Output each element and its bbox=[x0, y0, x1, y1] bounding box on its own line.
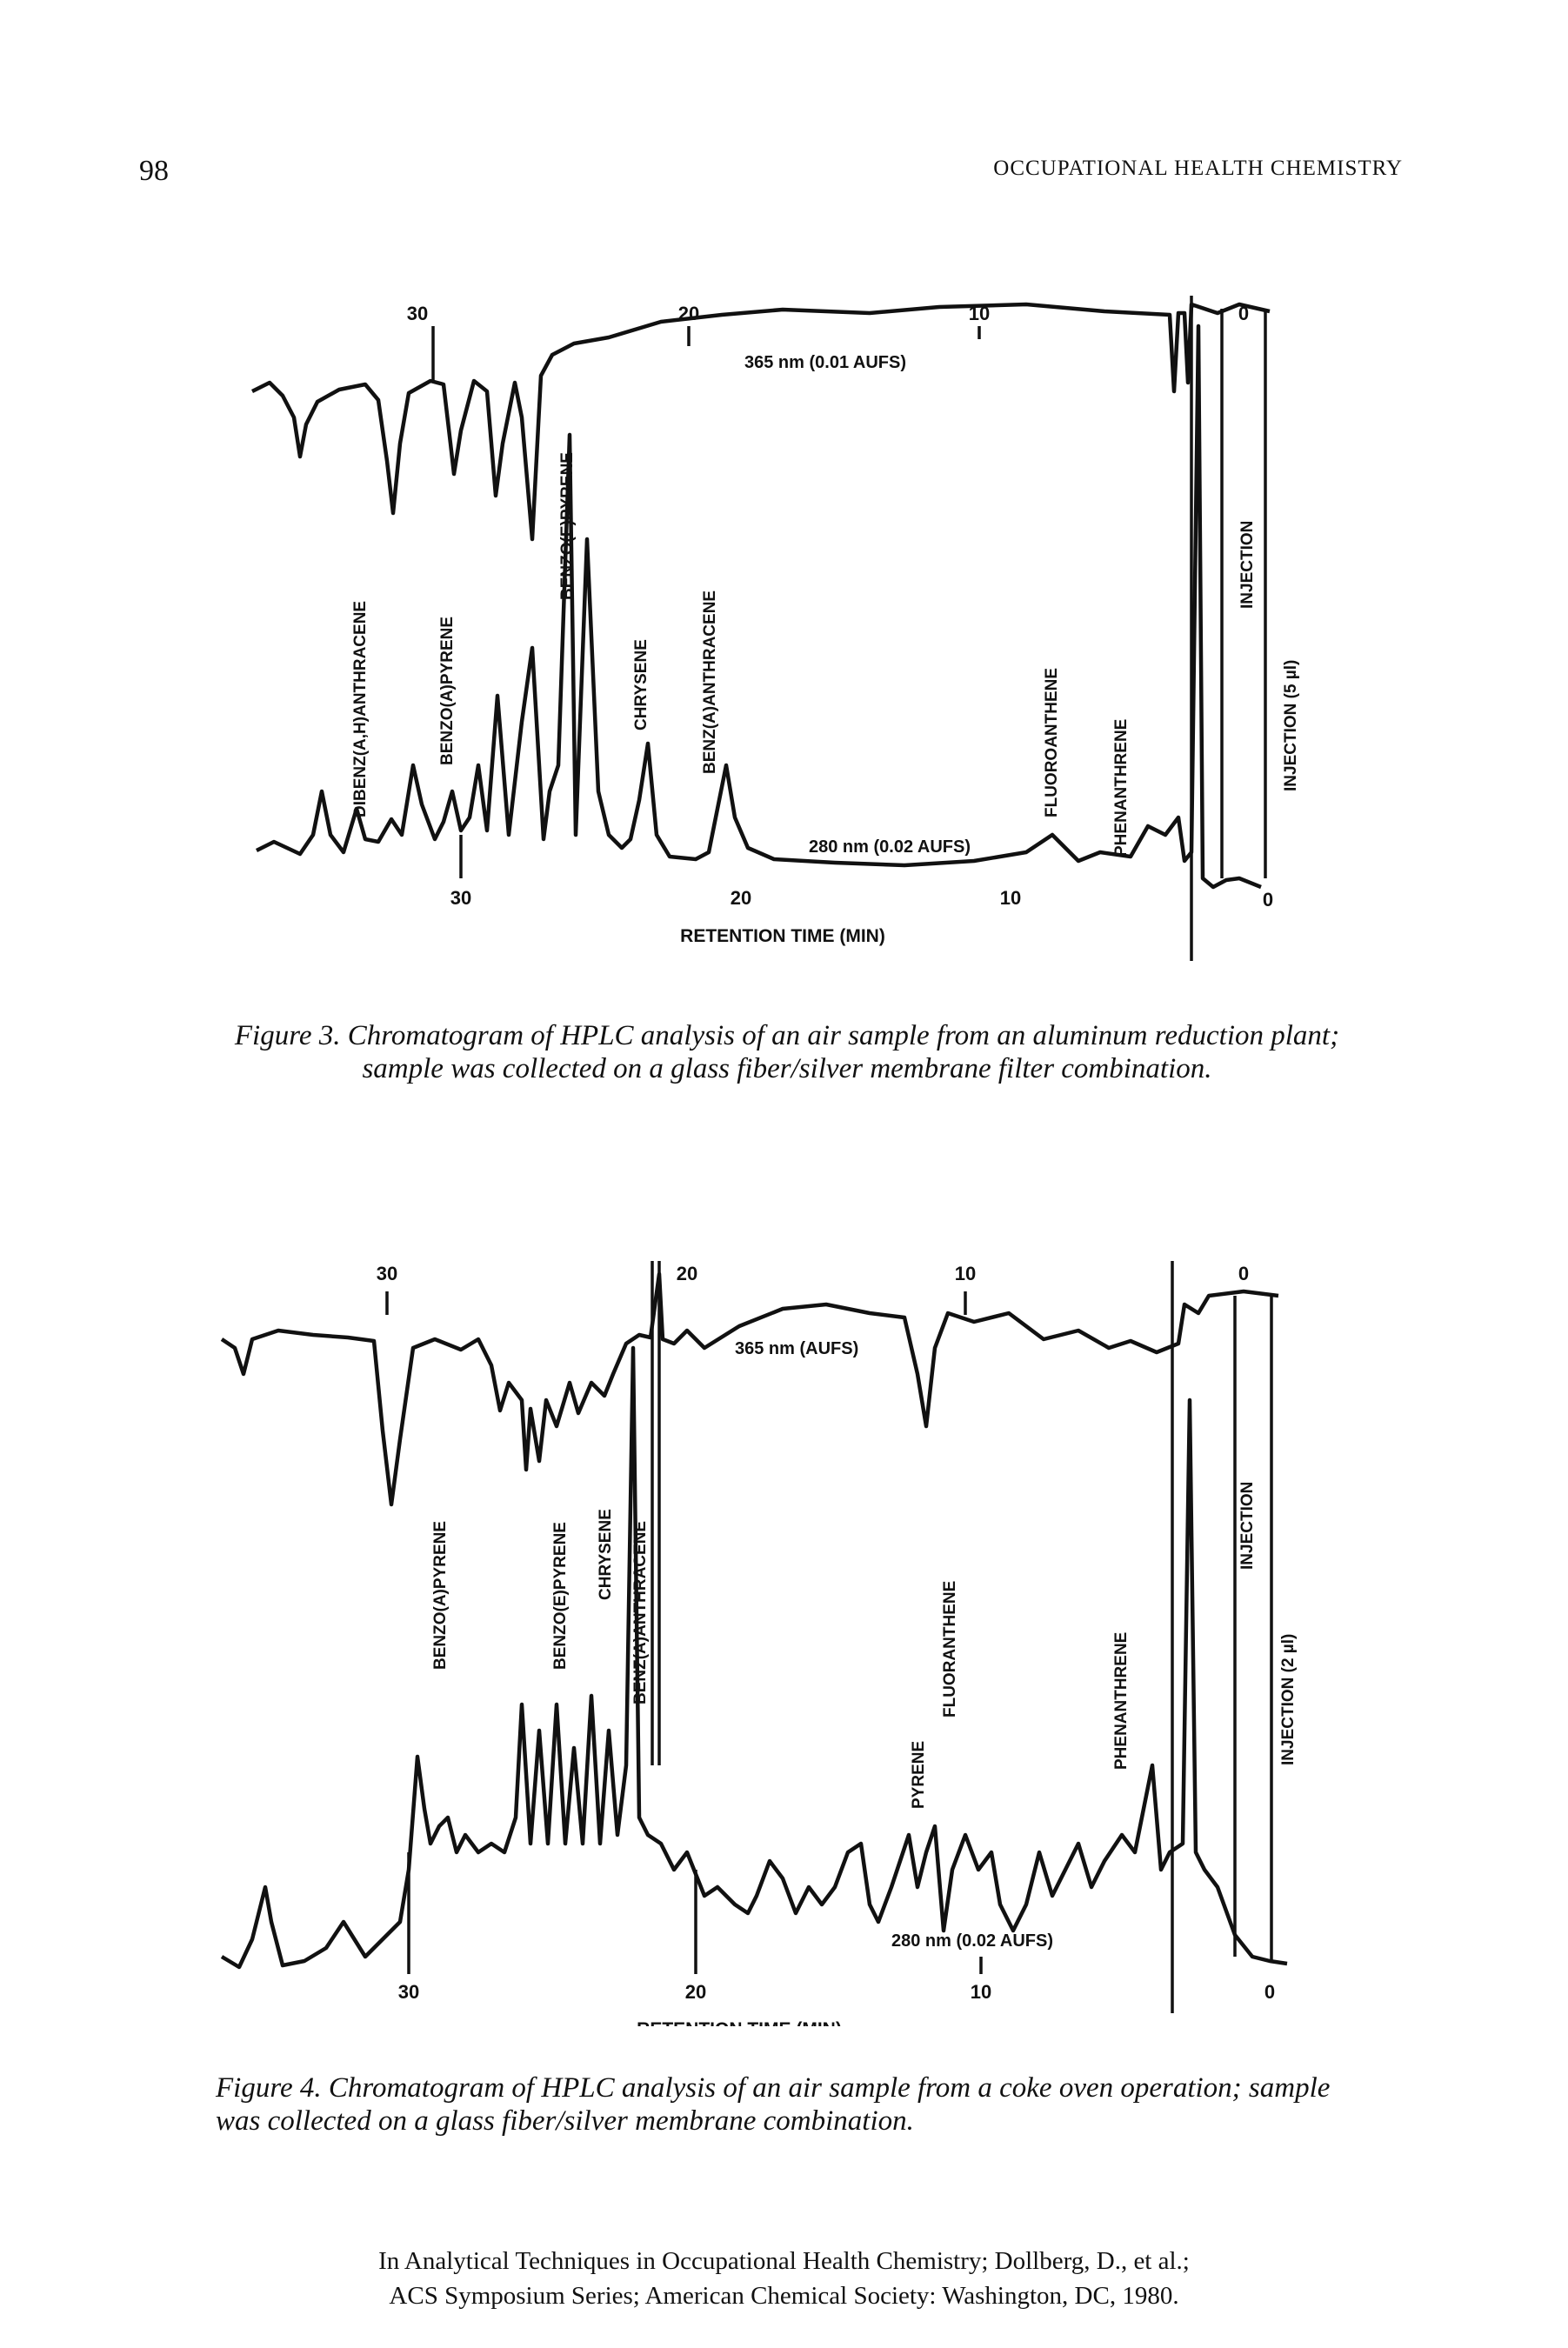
fig3-bottom-tick: 20 bbox=[731, 887, 751, 909]
fig4-top-trace bbox=[220, 1271, 1279, 1507]
fig4-top-tick: 20 bbox=[677, 1263, 697, 1284]
fig4-peak-label: BENZ(A)ANTHRACENE bbox=[631, 1521, 650, 1704]
figure-4-caption-text: Chromatogram of HPLC analysis of an air … bbox=[216, 2072, 1331, 2137]
fig4-axis-title: RETENTION TIME (MIN) bbox=[637, 2019, 842, 2026]
citation-line-1: In Analytical Techniques in Occupational… bbox=[378, 2247, 1190, 2275]
figure-3-caption-text: Chromatogram of HPLC analysis of an air … bbox=[347, 1020, 1340, 1084]
fig3-peak-label: INJECTION (5 µl) bbox=[1282, 660, 1300, 791]
fig4-bottom-trace bbox=[220, 1345, 1288, 1970]
fig4-bottom-trace-label: 280 nm (0.02 AUFS) bbox=[891, 1931, 1053, 1951]
running-head: OCCUPATIONAL HEALTH CHEMISTRY bbox=[993, 157, 1403, 180]
citation-line-2: ACS Symposium Series; American Chemical … bbox=[389, 2282, 1179, 2310]
figure-3-chromatogram: 30 20 10 0 365 nm (0.01 AUFS) 280 nm (0.… bbox=[250, 296, 1300, 961]
figure-3-caption-label: Figure 3. bbox=[234, 1020, 341, 1051]
fig3-bottom-trace bbox=[255, 324, 1262, 890]
fig4-peak-label: CHRYSENE bbox=[597, 1509, 615, 1600]
fig3-peak-label: INJECTION bbox=[1238, 521, 1257, 609]
fig4-peak-label: BENZO(A)PYRENE bbox=[431, 1521, 450, 1670]
fig3-peak-label: DIBENZ(A,H)ANTHRACENE bbox=[351, 601, 370, 817]
fig3-bottom-tick: 10 bbox=[1000, 887, 1021, 909]
fig3-bottom-trace-label: 280 nm (0.02 AUFS) bbox=[809, 837, 971, 857]
figure-4: 30 20 10 0 365 nm (AUFS) 280 nm (0.02 AU… bbox=[0, 1244, 1568, 2026]
fig3-peak-label: BENZ(A)ANTHRACENE bbox=[701, 590, 719, 774]
fig4-top-tick: 30 bbox=[377, 1263, 397, 1284]
fig3-bottom-tick: 30 bbox=[450, 887, 471, 909]
figure-3-caption: Figure 3. Chromatogram of HPLC analysis … bbox=[217, 1019, 1357, 1085]
fig4-peak-label: PYRENE bbox=[910, 1741, 928, 1809]
fig3-peak-label: BENZO(E)PYRENE bbox=[558, 452, 577, 600]
fig3-top-tick: 20 bbox=[678, 303, 699, 324]
fig3-top-tick: 0 bbox=[1238, 303, 1249, 324]
fig4-bottom-tick: 20 bbox=[685, 1981, 706, 2003]
fig4-peak-label: BENZO(E)PYRENE bbox=[551, 1522, 570, 1670]
fig4-peak-label: INJECTION bbox=[1238, 1482, 1257, 1570]
fig3-axis-title: RETENTION TIME (MIN) bbox=[680, 926, 885, 946]
fig4-top-tick: 0 bbox=[1238, 1263, 1249, 1284]
figure-4-caption: Figure 4. Chromatogram of HPLC analysis … bbox=[216, 2071, 1364, 2138]
fig4-peak-label: PHENANTHRENE bbox=[1112, 1632, 1131, 1770]
fig4-bottom-tick: 0 bbox=[1264, 1981, 1275, 2003]
fig3-top-trace bbox=[250, 302, 1271, 542]
fig3-top-trace-label: 365 nm (0.01 AUFS) bbox=[744, 353, 906, 372]
figure-4-chromatogram: 30 20 10 0 365 nm (AUFS) 280 nm (0.02 AU… bbox=[220, 1261, 1298, 2026]
fig3-bottom-tick: 0 bbox=[1263, 889, 1273, 911]
fig4-top-trace-label: 365 nm (AUFS) bbox=[735, 1339, 858, 1358]
fig4-peak-label: FLUORANTHENE bbox=[941, 1581, 959, 1718]
fig4-peak-label: INJECTION (2 µl) bbox=[1279, 1634, 1298, 1765]
fig3-top-tick: 10 bbox=[969, 303, 990, 324]
fig3-peak-label: CHRYSENE bbox=[632, 639, 651, 730]
fig4-top-tick: 10 bbox=[955, 1263, 976, 1284]
citation-footer: In Analytical Techniques in Occupational… bbox=[0, 2244, 1568, 2313]
fig3-peak-label: PHENANTHRENE bbox=[1112, 719, 1131, 857]
figure-3: 30 20 10 0 365 nm (0.01 AUFS) 280 nm (0.… bbox=[0, 278, 1568, 974]
fig3-peak-label: FLUOROANTHENE bbox=[1043, 668, 1061, 817]
fig4-bottom-tick: 30 bbox=[398, 1981, 419, 2003]
fig3-top-tick: 30 bbox=[407, 303, 428, 324]
page-number: 98 bbox=[139, 155, 169, 187]
fig3-peak-label: BENZO(A)PYRENE bbox=[438, 617, 457, 765]
fig4-bottom-tick: 10 bbox=[971, 1981, 991, 2003]
figure-4-caption-label: Figure 4. bbox=[216, 2072, 322, 2104]
